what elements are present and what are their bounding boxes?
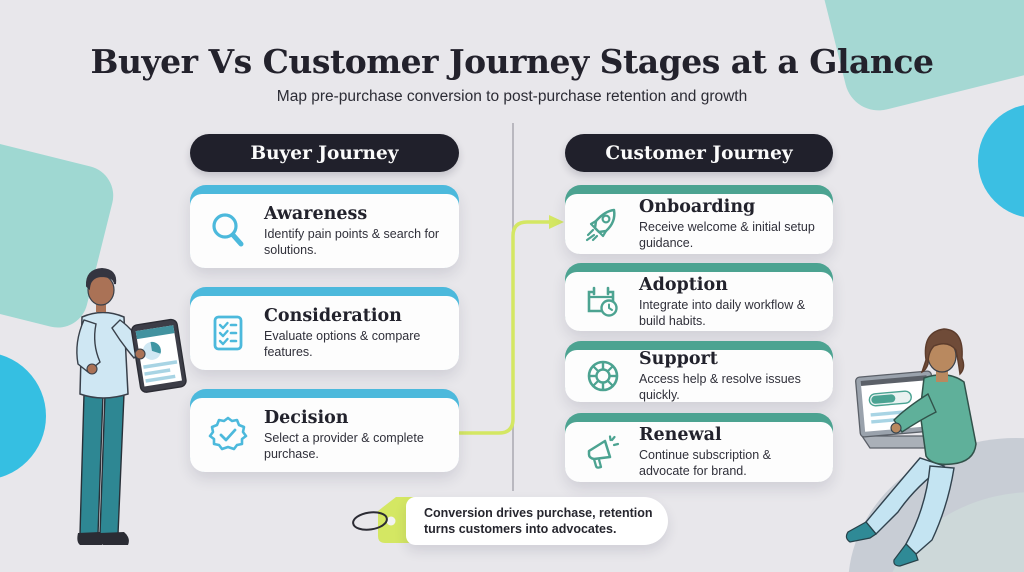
arrowhead-icon [549,215,564,229]
customer-journey-header: Customer Journey [565,134,833,172]
stage-card-decision: Decision Select a provider & complete pu… [190,389,459,472]
stage-description: Select a provider & complete purchase. [264,431,424,461]
stage-description: Identify pain points & search for soluti… [264,227,440,257]
stage-description: Integrate into daily workflow & build ha… [639,297,806,328]
stage-title: Consideration [264,306,402,326]
stage-card-support: Support Access help & resolve issues qui… [565,341,833,402]
checklist-icon [206,311,250,355]
stage-description: Evaluate options & compare features. [264,329,421,359]
callout: Conversion drives purchase, retention tu… [348,490,678,550]
column-divider [512,123,514,491]
page-title: Buyer Vs Customer Journey Stages at a Gl… [90,42,934,81]
stage-title: Awareness [264,204,368,224]
stage-title: Adoption [639,274,728,295]
callout-pill: Conversion drives purchase, retention tu… [406,497,668,545]
stage-title: Onboarding [639,197,756,217]
buyer-journey-label: Buyer Journey [250,142,399,164]
deco-cyan-circle-right [978,104,1024,218]
badge-check-icon [206,413,250,457]
callout-text: Conversion drives purchase, retention tu… [424,505,653,536]
stage-card-awareness: Awareness Identify pain points & search … [190,185,459,268]
stage-card-consideration: Consideration Evaluate options & compare… [190,287,459,370]
page-subtitle: Map pre-purchase conversion to post-purc… [276,88,748,105]
stage-description: Receive welcome & initial setup guidance… [639,220,815,250]
lifebuoy-icon [581,354,625,398]
calendar-clock-icon [581,280,625,324]
megaphone-icon [581,430,625,474]
customer-journey-label: Customer Journey [605,142,793,164]
stage-card-onboarding: Onboarding Receive welcome & initial set… [565,185,833,254]
stage-title: Decision [264,408,349,428]
magnifier-icon [206,209,250,253]
buyer-journey-header: Buyer Journey [190,134,459,172]
buyer-illustration [76,267,187,545]
stage-title: Renewal [639,425,722,445]
stage-description: Access help & resolve issues quickly. [639,372,801,402]
deco-cyan-circle-left [0,352,46,480]
customer-illustration [845,328,977,567]
stage-title: Support [639,349,718,369]
stage-card-renewal: Renewal Continue subscription & advocate… [565,413,833,482]
stage-description: Continue subscription & advocate for bra… [639,448,772,478]
stage-card-adoption: Adoption Integrate into daily workflow &… [565,263,833,331]
rocket-icon [581,202,625,246]
